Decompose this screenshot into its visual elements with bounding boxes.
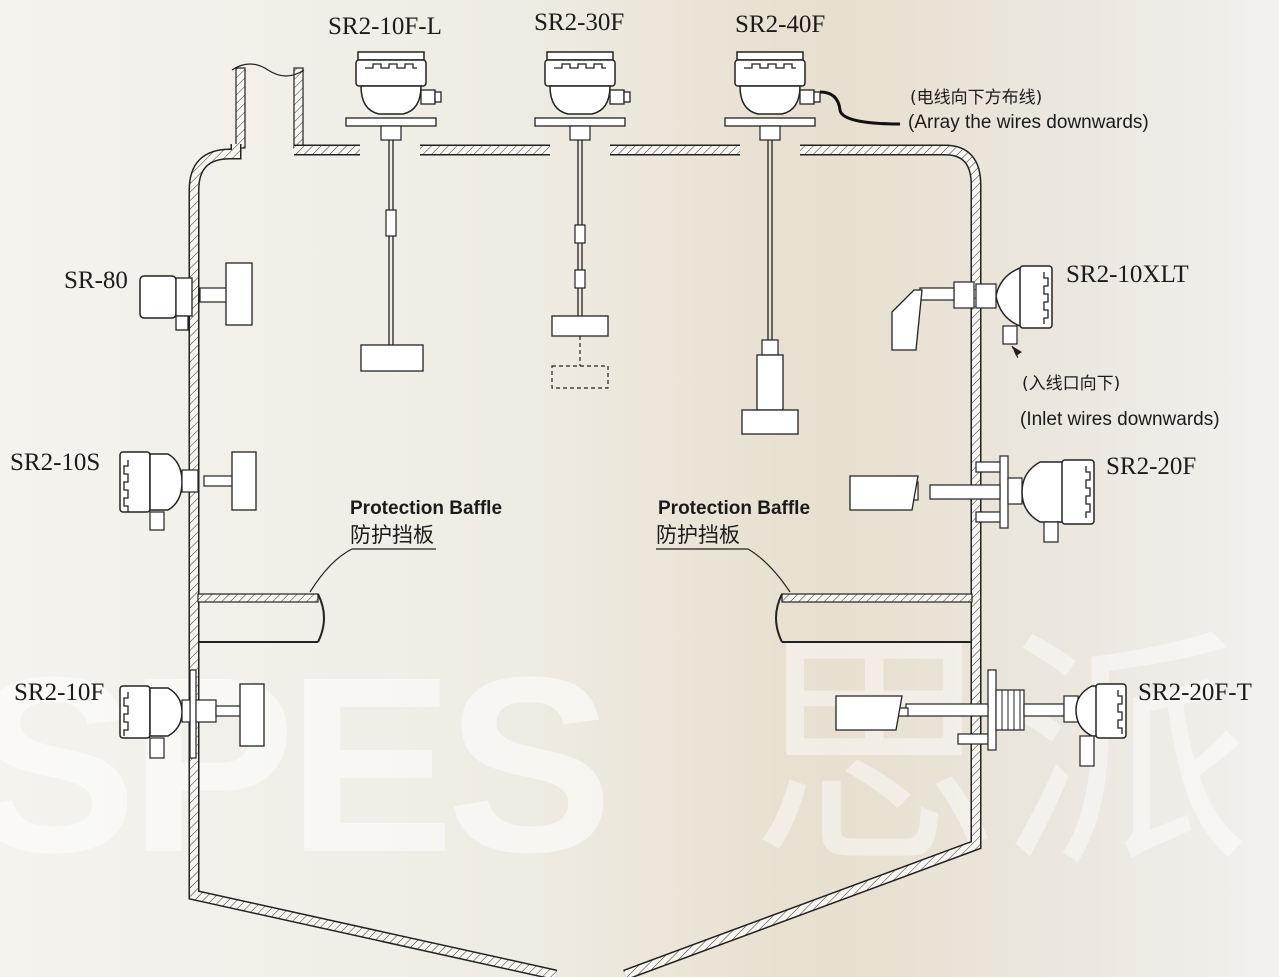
sensor-sr2-40f xyxy=(724,51,901,435)
watermark-cjk: 思派 xyxy=(750,609,1250,900)
sensor-sr2-30f xyxy=(534,51,631,389)
label-sr2-20f-t: SR2-20F-T xyxy=(1138,679,1252,706)
label-sr2-10xlt: SR2-10XLT xyxy=(1066,261,1189,288)
note-wires-cn: (电线向下方布线) xyxy=(910,88,1043,108)
label-sr2-40f: SR2-40F xyxy=(735,11,826,38)
baffle-left-label-en: Protection Baffle xyxy=(350,498,503,519)
baffle-right xyxy=(656,548,973,643)
note-wires-en: (Array the wires downwards) xyxy=(908,112,1149,133)
baffle-left xyxy=(197,548,436,643)
note-inlet-en: (Inlet wires downwards) xyxy=(1020,409,1220,430)
sensor-sr2-20f xyxy=(849,455,1095,543)
watermark-latin: SPES xyxy=(0,625,613,904)
silo-wall xyxy=(188,144,982,977)
sensor-sr2-10s xyxy=(119,451,257,531)
sensor-sr2-10xlt xyxy=(891,265,1053,359)
sensor-sr2-10f xyxy=(119,669,265,759)
inlet-pipe xyxy=(231,63,305,149)
sensor-sr-80 xyxy=(139,262,253,331)
baffle-left-label-cn: 防护挡板 xyxy=(350,523,434,547)
label-sr2-10f: SR2-10F xyxy=(14,679,105,706)
sensor-sr2-10f-l xyxy=(345,51,442,372)
sensor-sr2-20f-t xyxy=(835,669,1127,767)
baffle-right-label-cn: 防护挡板 xyxy=(656,523,740,547)
label-sr-80: SR-80 xyxy=(64,267,128,294)
label-sr2-20f: SR2-20F xyxy=(1106,453,1197,480)
label-sr2-10s: SR2-10S xyxy=(10,449,101,476)
baffle-right-label-en: Protection Baffle xyxy=(658,498,811,519)
label-sr2-10f-l: SR2-10F-L xyxy=(328,13,442,40)
note-inlet-cn: (入线口向下) xyxy=(1022,374,1121,394)
label-sr2-30f: SR2-30F xyxy=(534,9,625,36)
